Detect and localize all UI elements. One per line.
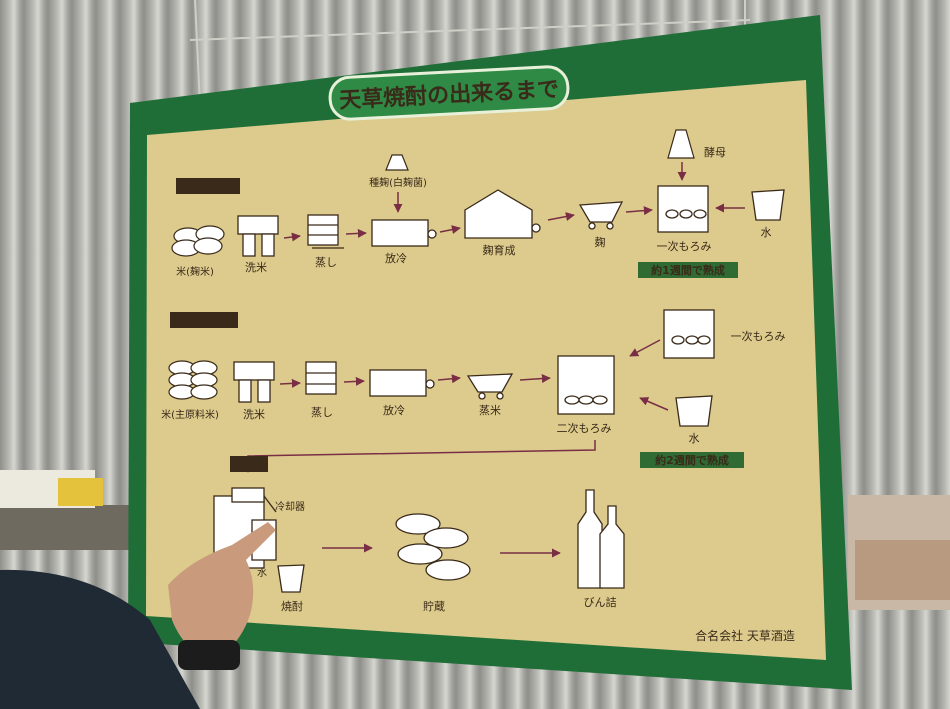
stage1-water-label: 水 bbox=[761, 226, 772, 239]
stage1-arrows bbox=[283, 206, 653, 242]
steamed-rice-cart-icon bbox=[466, 373, 514, 400]
hanging-strings bbox=[189, 0, 751, 106]
koji-cart-icon bbox=[578, 201, 624, 230]
water-bucket-2-icon bbox=[675, 395, 713, 427]
arrow-water-stage2 bbox=[639, 397, 669, 411]
wash-machine-2-icon bbox=[233, 361, 275, 403]
stage2-water-label: 水 bbox=[689, 432, 700, 445]
steamed-rice-label: 蒸米 bbox=[479, 404, 501, 417]
steamer-icon bbox=[307, 214, 344, 249]
right-shelf bbox=[848, 495, 950, 610]
steamer-2-icon bbox=[305, 361, 337, 395]
storage-tanks-icon bbox=[395, 513, 471, 581]
bottles-icon bbox=[577, 489, 625, 589]
stage2-steam-label: 蒸し bbox=[311, 406, 333, 419]
arrow-input-moromi bbox=[629, 339, 661, 357]
title-banner: 天草焼酎の出来るまで bbox=[328, 65, 570, 121]
yeast-flask-icon bbox=[667, 129, 695, 159]
stage1-steam-label: 蒸し bbox=[315, 256, 337, 269]
stage2-period-badge: 約2週間で熟成 bbox=[655, 453, 729, 467]
stage2-wash-label: 洗米 bbox=[243, 408, 265, 421]
distill-water-label: 水 bbox=[257, 567, 267, 579]
moromi-tank-2-icon bbox=[557, 355, 615, 415]
cooling-tray-icon bbox=[371, 219, 437, 247]
stage1-wash-label: 洗米 bbox=[245, 261, 267, 274]
rice-bags-icon bbox=[171, 225, 225, 257]
stage2-moromi-label: 二次もろみ bbox=[557, 421, 612, 435]
input-moromi-label: 一次もろみ bbox=[731, 329, 786, 343]
input-moromi-tank-icon bbox=[663, 309, 715, 359]
stage2-header: 二次仕込み bbox=[174, 312, 234, 327]
koji-growth-label: 麹育成 bbox=[483, 243, 516, 257]
person-foreground bbox=[0, 522, 276, 709]
bottling-label: びん詰 bbox=[584, 595, 617, 609]
shochu-bucket-icon bbox=[277, 564, 305, 593]
stage1: 一次仕込み 米(麹米) 洗米 蒸し 放冷 種麹(白麹菌) 麹育成 bbox=[171, 129, 785, 278]
still-label: 蒸留器 bbox=[234, 458, 265, 471]
koji-label: 麹 bbox=[595, 235, 606, 249]
stage2-arrows bbox=[279, 374, 551, 388]
cooling-tray-2-icon bbox=[369, 369, 435, 397]
stage1-header: 一次仕込み bbox=[178, 178, 238, 193]
yeast-label: 酵母 bbox=[704, 146, 726, 159]
company-name: 合名会社 天草酒造 bbox=[695, 628, 795, 643]
cooler-label: 冷却器 bbox=[275, 500, 305, 513]
stage2-rice-label: 米(主原料米) bbox=[161, 408, 219, 421]
stage1-period-badge: 約1週間で熟成 bbox=[651, 263, 725, 277]
shochu-label: 焼酎 bbox=[281, 599, 303, 613]
left-shelf bbox=[0, 470, 135, 550]
koji-room-icon bbox=[464, 189, 541, 239]
koji-seed-flask-icon bbox=[385, 154, 409, 171]
distill-section: 蒸留器 冷却器 水 焼酎 貯蔵 びん詰 bbox=[213, 456, 625, 613]
koji-seed-label: 種麹(白麹菌) bbox=[369, 176, 427, 189]
stage1-rice-label: 米(麹米) bbox=[176, 265, 214, 278]
wash-machine-icon bbox=[237, 215, 279, 257]
moromi-tank-icon bbox=[657, 185, 709, 233]
stage1-cool-label: 放冷 bbox=[385, 251, 407, 265]
rice-sacks-icon bbox=[168, 360, 218, 400]
water-bucket-icon bbox=[751, 189, 785, 221]
stage2: 二次仕込み 米(主原料米) 洗米 蒸し 放冷 蒸米 二次もろみ bbox=[161, 309, 786, 473]
stage2-cool-label: 放冷 bbox=[383, 403, 405, 417]
stage1-moromi-label: 一次もろみ bbox=[657, 239, 712, 253]
storage-label: 貯蔵 bbox=[423, 600, 445, 613]
